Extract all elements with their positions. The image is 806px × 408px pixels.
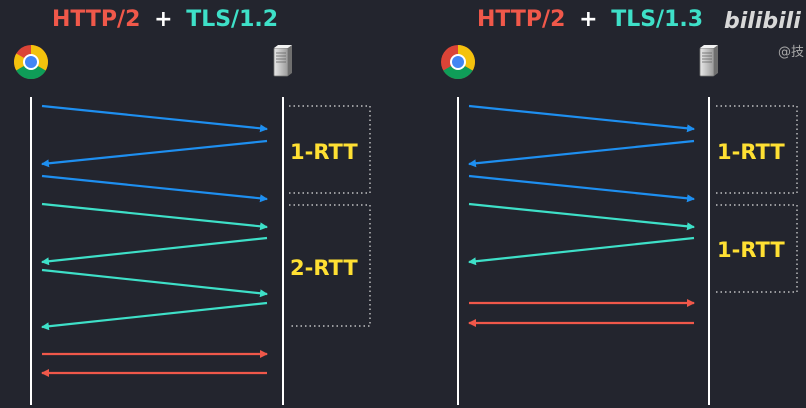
panel-title: HTTP/2 + TLS/1.2 [52, 7, 278, 32]
watermark: bilibili @技 [724, 9, 804, 60]
title-tls: TLS/1.3 [611, 7, 703, 32]
arrow-server-hello [41, 139, 268, 168]
title-http: HTTP/2 [477, 7, 565, 32]
title-tls: TLS/1.2 [186, 7, 278, 32]
arrow-tls-client-hello [41, 202, 268, 231]
bilibili-logo: bilibili [724, 9, 801, 34]
rtt-label: 2-RTT [290, 256, 358, 280]
panel-tls13: HTTP/2 + TLS/1.3 [441, 7, 798, 405]
watermark-handle: @技 [778, 45, 804, 60]
rtt-bracket [289, 105, 371, 194]
arrow-tls-key-exchange [41, 268, 268, 298]
server-icon [699, 45, 718, 77]
rtt-bracket [716, 105, 798, 194]
rtt-label: 1-RTT [717, 140, 785, 164]
arrow-ack [41, 174, 268, 203]
arrow-tls-client-hello [468, 202, 695, 231]
arrow-client-hello [468, 104, 695, 133]
rtt-bracket [289, 204, 371, 327]
panel-tls12: HTTP/2 + TLS/1.2 [14, 7, 371, 405]
panel-title: HTTP/2 + TLS/1.3 [477, 7, 703, 32]
rtt-bracket [716, 204, 798, 293]
server-icon [273, 45, 292, 77]
arrow-tls-finished [41, 301, 268, 331]
arrow-server-hello [468, 139, 695, 168]
arrow-tls-server-hello [41, 236, 268, 266]
rtt-label: 1-RTT [717, 238, 785, 262]
title-plus: + [154, 7, 172, 32]
rtt-label: 1-RTT [290, 140, 358, 164]
title-plus: + [579, 7, 597, 32]
title-http: HTTP/2 [52, 7, 140, 32]
arrow-ack [468, 174, 695, 203]
arrow-client-hello [41, 104, 268, 133]
chrome-icon [441, 45, 475, 79]
chrome-icon [14, 45, 48, 79]
arrow-tls-server-hello [468, 236, 695, 266]
